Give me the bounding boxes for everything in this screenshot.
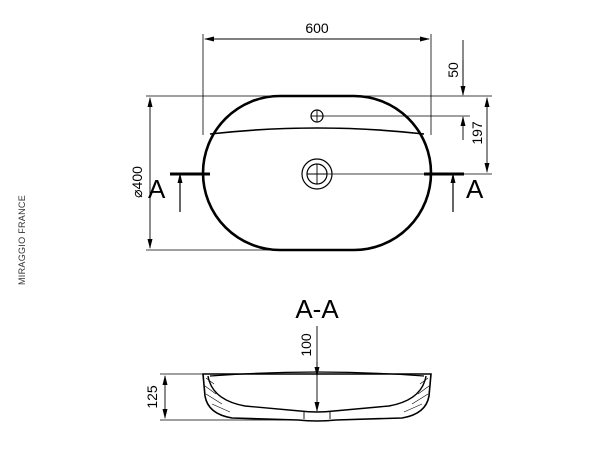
inner-depth-label: 100 xyxy=(298,333,314,357)
top-view xyxy=(146,34,492,252)
brand-label: MIRAGGIO FRANCE xyxy=(17,195,27,285)
drain-outer xyxy=(301,158,333,190)
diameter-label: ⌀400 xyxy=(129,166,145,198)
section-marker-right: A xyxy=(466,174,484,204)
height-label: 125 xyxy=(144,385,160,409)
section-outer-profile xyxy=(202,373,432,422)
section-drain xyxy=(303,412,331,419)
section-view xyxy=(160,326,432,422)
section-marker-left: A xyxy=(148,174,166,204)
section-title: A-A xyxy=(295,294,339,324)
drain-offset-label: 197 xyxy=(469,121,485,145)
width-label: 600 xyxy=(305,20,329,36)
section-hatching xyxy=(204,377,430,413)
tap-offset-label: 50 xyxy=(445,62,461,78)
basin-shelf-line xyxy=(209,127,425,135)
section-inner-bowl xyxy=(207,375,427,413)
